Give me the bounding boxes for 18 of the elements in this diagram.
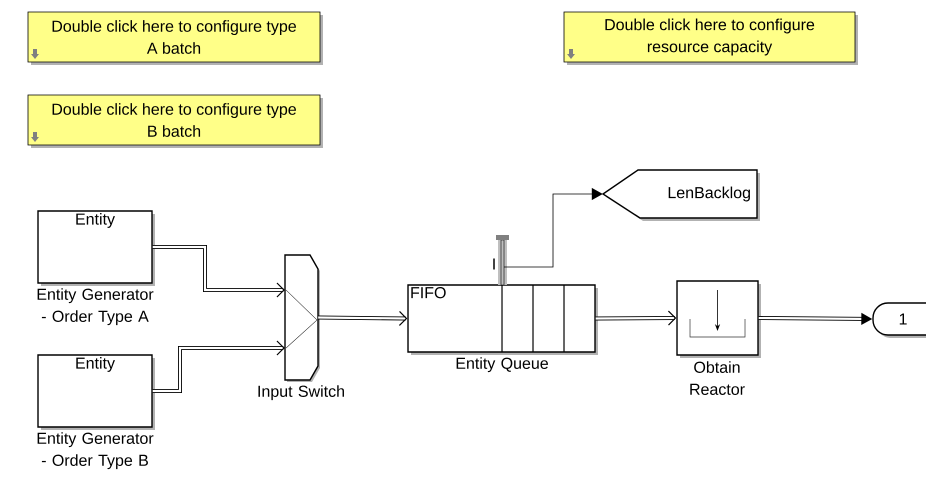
block-label: Input Switch: [258, 385, 344, 400]
block-label: Entity Generator - Order Type B: [38, 432, 154, 470]
annotation-note: Double click here to configure type A batch: [28, 12, 323, 65]
entity-arrow: [152, 340, 285, 393]
generator-block: Entity: [37, 354, 155, 430]
entity-arrow: [152, 245, 285, 298]
annotation-note: Double click here to configure type B batch: [28, 94, 323, 148]
block-label: Entity Generator - Order Type A: [38, 288, 154, 326]
block-label: Entity Queue: [456, 357, 548, 372]
switch-block: [284, 254, 320, 382]
annotation-note: Double click here to configure resource capacity: [564, 12, 858, 65]
outport: 1: [872, 302, 926, 338]
port-label: I: [493, 258, 495, 270]
generator-block: Entity: [37, 210, 155, 286]
resource-block: [676, 280, 761, 358]
block-label: Obtain Reactor: [690, 361, 745, 395]
entity-arrow: [318, 311, 408, 326]
entity-arrow: [596, 310, 676, 326]
